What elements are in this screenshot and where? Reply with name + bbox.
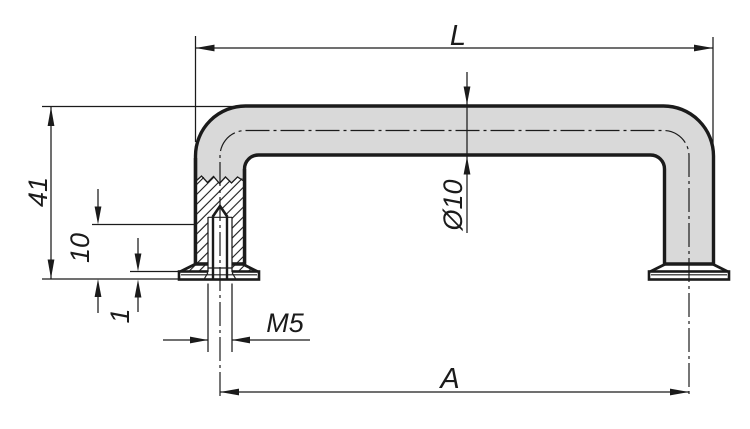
arrowhead — [47, 259, 55, 279]
arrowhead — [94, 206, 102, 225]
dimension-1: 1 — [105, 238, 180, 324]
arrowhead — [190, 336, 208, 344]
dimension-10: 10 — [65, 189, 196, 313]
dimension-L: L — [194, 20, 714, 153]
chamfer-lines — [203, 272, 237, 279]
arrowhead — [670, 388, 689, 396]
arrowhead — [195, 44, 215, 52]
dimension-41: 41 — [23, 105, 242, 280]
arrowhead — [232, 336, 250, 344]
arrowhead — [47, 107, 55, 126]
dimension-label-41: 41 — [23, 177, 53, 207]
leg-edges — [193, 158, 247, 264]
arrowhead — [694, 44, 713, 52]
dimension-label-1: 1 — [105, 308, 135, 323]
arrowhead — [94, 279, 102, 297]
dimension-A: A — [220, 363, 689, 396]
dimension-label-10: 10 — [65, 233, 95, 263]
centerline — [219, 129, 690, 396]
dimension-label-L: L — [450, 20, 466, 52]
arrowhead — [134, 279, 142, 298]
minor-diameter-lines — [211, 217, 229, 279]
major-diameter-lines — [207, 217, 233, 272]
extension-lines — [194, 36, 714, 153]
dimension-label-A: A — [438, 363, 459, 395]
dimension-M5: M5 — [163, 283, 310, 352]
dimension-label-M5: M5 — [266, 308, 304, 338]
arrowhead — [463, 86, 471, 105]
dimension-label-dia10: Ø10 — [438, 179, 468, 231]
arrowhead — [134, 253, 142, 272]
arrowhead — [463, 156, 471, 175]
dimension-dia10: Ø10 — [438, 72, 471, 233]
arrowhead — [220, 388, 239, 396]
handle-outline — [193, 104, 716, 266]
